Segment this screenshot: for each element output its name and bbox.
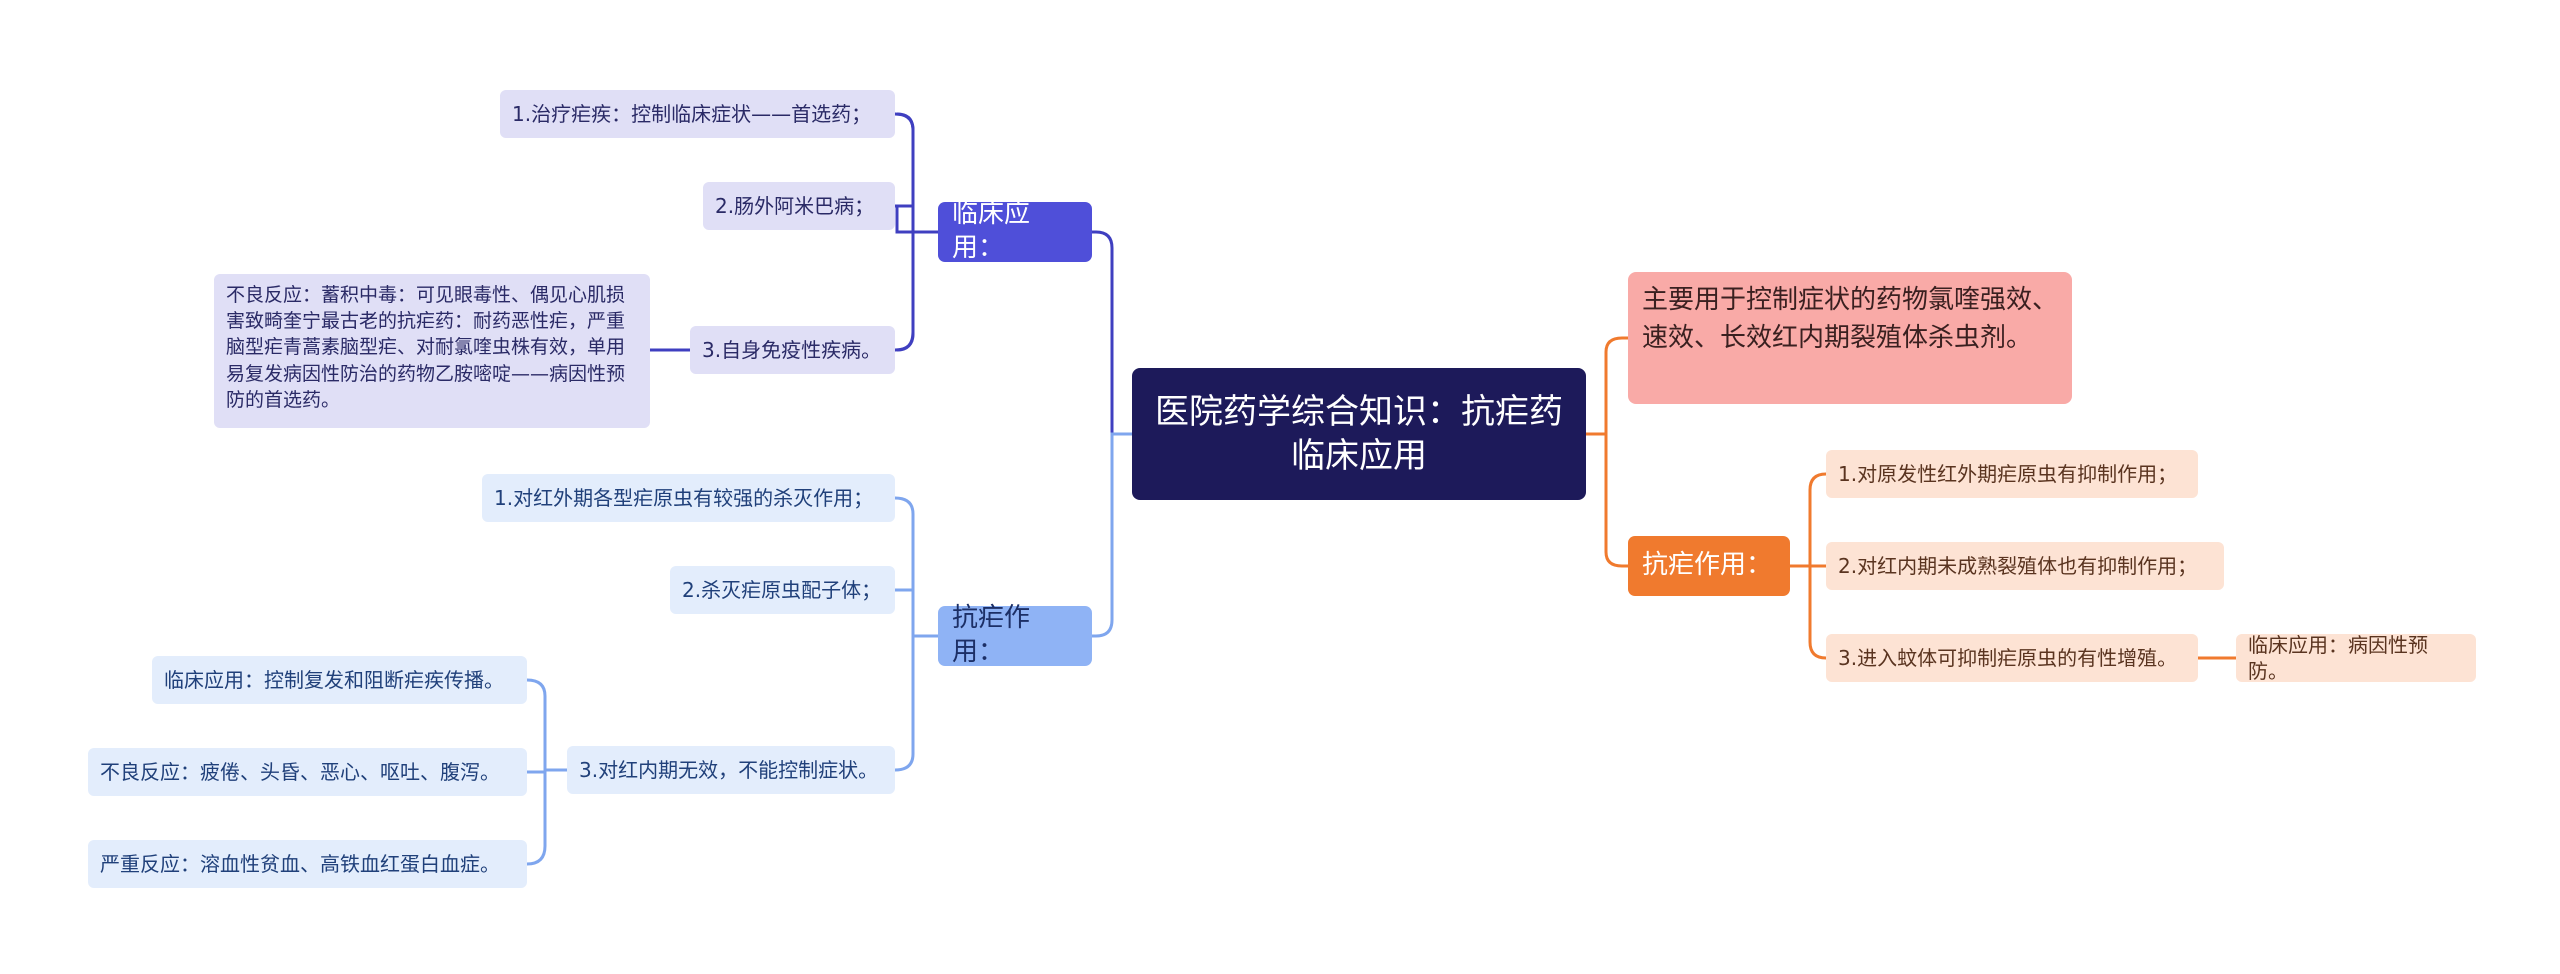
leaf-text: 不良反应：疲倦、头昏、恶心、呕吐、腹泻。 (100, 760, 500, 784)
leaf-clinical-item-2[interactable]: 2.肠外阿米巴病； (703, 182, 895, 230)
leaf-text: 严重反应：溶血性贫血、高铁血红蛋白血症。 (100, 852, 500, 876)
leaf-text: 临床应用：控制复发和阻断疟疾传播。 (164, 668, 504, 692)
connector-root-clinical (1092, 230, 1132, 436)
leaf-subitem-clinical[interactable]: 临床应用：控制复发和阻断疟疾传播。 (152, 656, 527, 704)
leaf-text: 3.自身免疫性疾病。 (702, 338, 882, 362)
main-description-text: 主要用于控制症状的药物氯喹强效、速效、长效红内期裂殖体杀虫剂。 (1642, 285, 2059, 353)
leaf-text: 3.进入蚊体可抑制疟原虫的有性增殖。 (1838, 646, 2178, 670)
leaf-text: 2.对红内期未成熟裂殖体也有抑制作用； (1838, 554, 2198, 578)
branch-antimalarial-label: 抗疟作用： (952, 603, 1031, 667)
connector-root-anti-left (1092, 432, 1132, 638)
leaf-clinical-item-3[interactable]: 3.自身免疫性疾病。 (690, 326, 895, 374)
branch-main-description[interactable]: 主要用于控制症状的药物氯喹强效、速效、长效红内期裂殖体杀虫剂。 (1628, 272, 2072, 404)
leaf-text: 2.杀灭疟原虫配子体； (682, 578, 882, 602)
leaf-right-item-2[interactable]: 2.对红内期未成熟裂殖体也有抑制作用； (1826, 542, 2224, 590)
leaf-antimalarial-item-1[interactable]: 1.对红外期各型疟原虫有较强的杀灭作用； (482, 474, 895, 522)
leaf-text: 2.肠外阿米巴病； (715, 194, 875, 218)
leaf-subitem-severe[interactable]: 严重反应：溶血性贫血、高铁血红蛋白血症。 (88, 840, 527, 888)
leaf-subitem-adverse[interactable]: 不良反应：疲倦、头昏、恶心、呕吐、腹泻。 (88, 748, 527, 796)
leaf-clinical-item-1[interactable]: 1.治疗疟疾：控制临床症状——首选药； (500, 90, 895, 138)
root-title: 医院药学综合知识：抗疟药临床应用 (1155, 391, 1563, 476)
root-topic[interactable]: 医院药学综合知识：抗疟药临床应用 (1132, 368, 1586, 500)
leaf-right-subitem[interactable]: 临床应用：病因性预防。 (2236, 633, 2476, 683)
branch-antimalarial-right-label: 抗疟作用： (1642, 550, 1773, 581)
branch-antimalarial-left[interactable]: 抗疟作用： (938, 603, 1092, 667)
connector-clinical-items (895, 112, 938, 352)
leaf-text: 1.对原发性红外期疟原虫有抑制作用； (1838, 462, 2178, 486)
branch-antimalarial-right[interactable]: 抗疟作用： (1628, 536, 1790, 596)
branch-clinical-application[interactable]: 临床应用： (938, 199, 1092, 263)
leaf-text: 3.对红内期无效，不能控制症状。 (579, 758, 879, 782)
leaf-text: 1.治疗疟疾：控制临床症状——首选药； (512, 102, 872, 126)
leaf-antimalarial-item-3[interactable]: 3.对红内期无效，不能控制症状。 (567, 746, 895, 794)
leaf-adverse-note[interactable]: 不良反应：蓄积中毒：可见眼毒性、偶见心肌损害致畸奎宁最古老的抗疟药：耐药恶性疟，… (214, 274, 650, 428)
leaf-right-item-1[interactable]: 1.对原发性红外期疟原虫有抑制作用； (1826, 450, 2198, 498)
branch-clinical-label: 临床应用： (952, 199, 1031, 263)
leaf-right-item-3[interactable]: 3.进入蚊体可抑制疟原虫的有性增殖。 (1826, 634, 2198, 682)
leaf-antimalarial-item-2[interactable]: 2.杀灭疟原虫配子体； (670, 566, 895, 614)
leaf-text: 临床应用：病因性预防。 (2248, 633, 2428, 683)
leaf-text: 1.对红外期各型疟原虫有较强的杀灭作用； (494, 486, 874, 510)
leaf-text: 不良反应：蓄积中毒：可见眼毒性、偶见心肌损害致畸奎宁最古老的抗疟药：耐药恶性疟，… (226, 284, 626, 411)
